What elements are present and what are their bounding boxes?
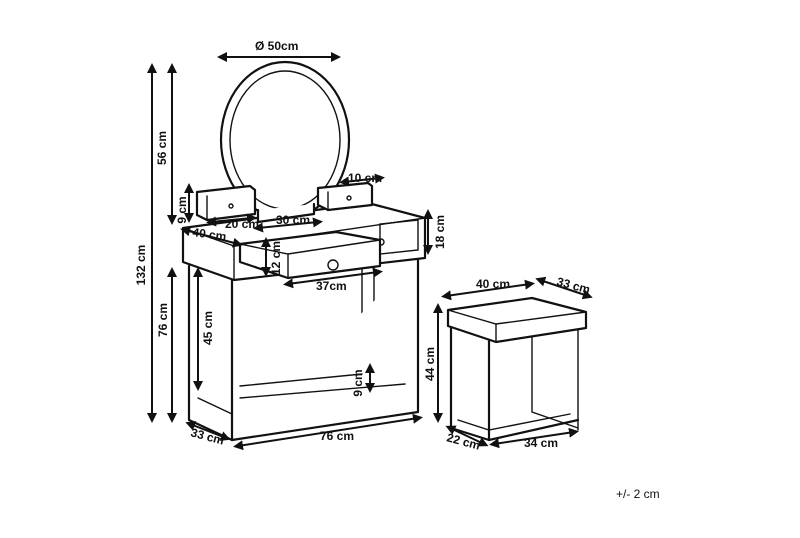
label-mirror-height: 56 cm	[155, 131, 169, 165]
label-desk-depth: 40 cm	[192, 225, 228, 244]
label-stool-base-width: 34 cm	[524, 436, 558, 450]
dimension-labels: Ø 50cm 132 cm 56 cm 9 cm 20 cm 30 cm 10 …	[134, 39, 660, 501]
left-small-drawer	[195, 184, 257, 222]
label-drawer-height: 12 cm	[269, 241, 283, 275]
right-small-drawer	[316, 181, 374, 212]
label-table-height: 76 cm	[156, 303, 170, 337]
label-bar-height: 9 cm	[351, 369, 365, 396]
label-total-height: 132 cm	[134, 245, 148, 286]
label-tolerance: +/- 2 cm	[616, 487, 660, 501]
label-leg-height: 45 cm	[201, 311, 215, 345]
label-stool-height: 44 cm	[423, 347, 437, 381]
label-mirror-diameter: Ø 50cm	[255, 39, 298, 53]
label-small-drawer-width: 20 cm	[225, 217, 259, 231]
label-small-drawer-height: 9 cm	[175, 196, 189, 223]
dimension-lines	[147, 52, 593, 451]
label-desk-drawer-height: 18 cm	[433, 215, 447, 249]
label-table-width: 76 cm	[320, 429, 354, 443]
label-right-drawer-width: 10 cm	[348, 171, 382, 185]
round-mirror	[219, 60, 351, 224]
label-drawer-width: 37cm	[316, 279, 347, 293]
stool	[446, 296, 588, 442]
label-stool-width: 40 cm	[476, 277, 510, 291]
label-stool-depth: 33 cm	[555, 274, 591, 296]
label-mirror-base-width: 30 cm	[276, 213, 310, 227]
